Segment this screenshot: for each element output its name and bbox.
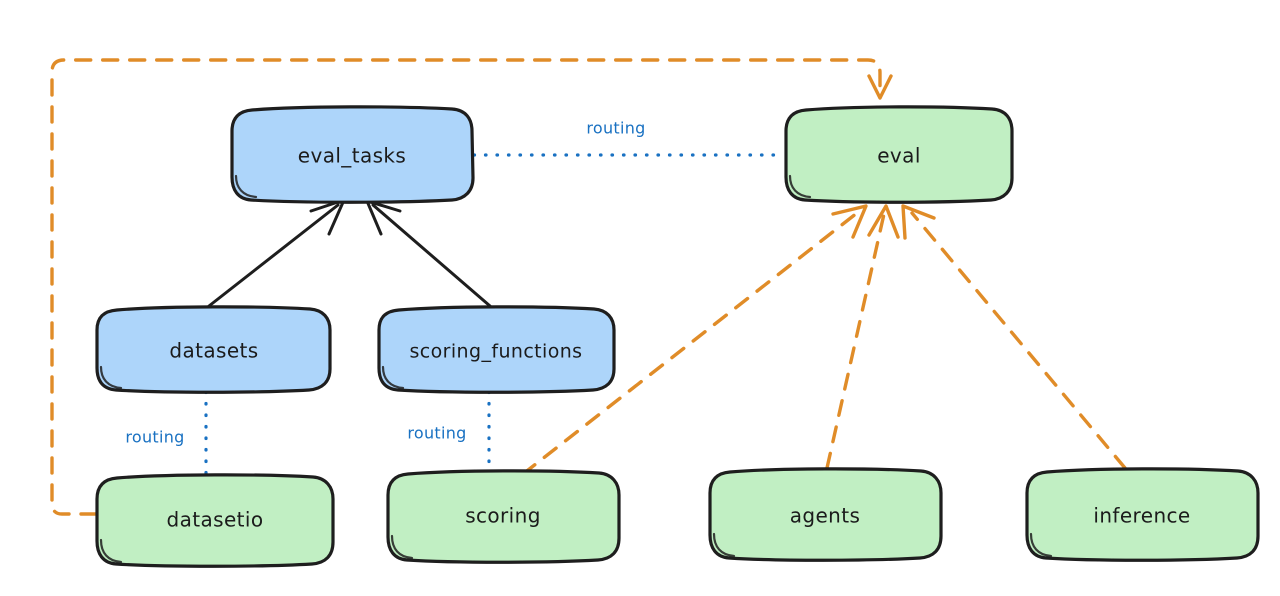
node-datasets-shape (95, 305, 332, 394)
node-agents[interactable]: agents (708, 467, 943, 562)
edge-inference-eval (901, 204, 1127, 470)
node-datasets-sketch (99, 365, 123, 390)
node-inference-sketch (1029, 532, 1053, 558)
node-scoring[interactable]: scoring (386, 469, 621, 564)
node-eval-sketch (788, 174, 812, 199)
node-datasets[interactable]: datasets (95, 305, 332, 394)
edge-agents-eval (825, 204, 900, 470)
node-scoring-functions-label: scoring_functions (410, 341, 583, 363)
node-eval-label: eval (877, 144, 921, 168)
node-eval-tasks-sketch (234, 174, 258, 199)
edge-datasets-evaltasks (207, 198, 346, 308)
edge-datasetio-eval (50, 58, 893, 516)
node-datasets-label: datasets (169, 339, 258, 363)
node-scoring-shape (386, 469, 621, 564)
edge-label-routing-scoringfunctions-scoring: routing (407, 424, 466, 443)
node-scoring-functions-sketch (381, 365, 405, 390)
edge-scoring-eval (521, 204, 868, 476)
edge-scoringfunctions-evaltasks (365, 199, 492, 308)
node-agents-label: agents (790, 504, 861, 528)
node-inference-label: inference (1093, 504, 1190, 528)
edge-label-routing-evaltasks-eval: routing (586, 119, 645, 138)
node-agents-shape (708, 467, 943, 562)
edge-label-layer: routing routing routing (125, 119, 645, 447)
node-inference[interactable]: inference (1025, 467, 1260, 562)
arrowhead-agents-eval (867, 204, 900, 239)
arrowhead-inference-eval (901, 204, 936, 240)
node-scoring-functions-shape (377, 305, 616, 394)
edge-label-routing-datasets-datasetio: routing (125, 428, 184, 447)
node-datasetio-shape (95, 473, 335, 568)
node-eval-tasks-label: eval_tasks (298, 144, 406, 168)
node-eval[interactable]: eval (784, 105, 1014, 204)
arrowhead-scoring-eval (831, 204, 868, 239)
node-layer: eval_tasks eval datasets scoring_functio… (95, 105, 1260, 568)
node-eval-tasks-shape (230, 105, 475, 204)
node-datasetio-label: datasetio (166, 508, 263, 532)
node-scoring-sketch (390, 534, 414, 560)
node-agents-sketch (712, 532, 736, 558)
edge-layer (50, 58, 1127, 516)
node-scoring-functions[interactable]: scoring_functions (377, 305, 616, 394)
node-inference-shape (1025, 467, 1260, 562)
node-eval-shape (784, 105, 1014, 204)
node-eval-tasks[interactable]: eval_tasks (230, 105, 475, 204)
arrowhead-datasetio-eval (867, 74, 893, 100)
node-datasetio-sketch (99, 538, 123, 564)
node-scoring-label: scoring (465, 504, 541, 528)
node-datasetio[interactable]: datasetio (95, 473, 335, 568)
